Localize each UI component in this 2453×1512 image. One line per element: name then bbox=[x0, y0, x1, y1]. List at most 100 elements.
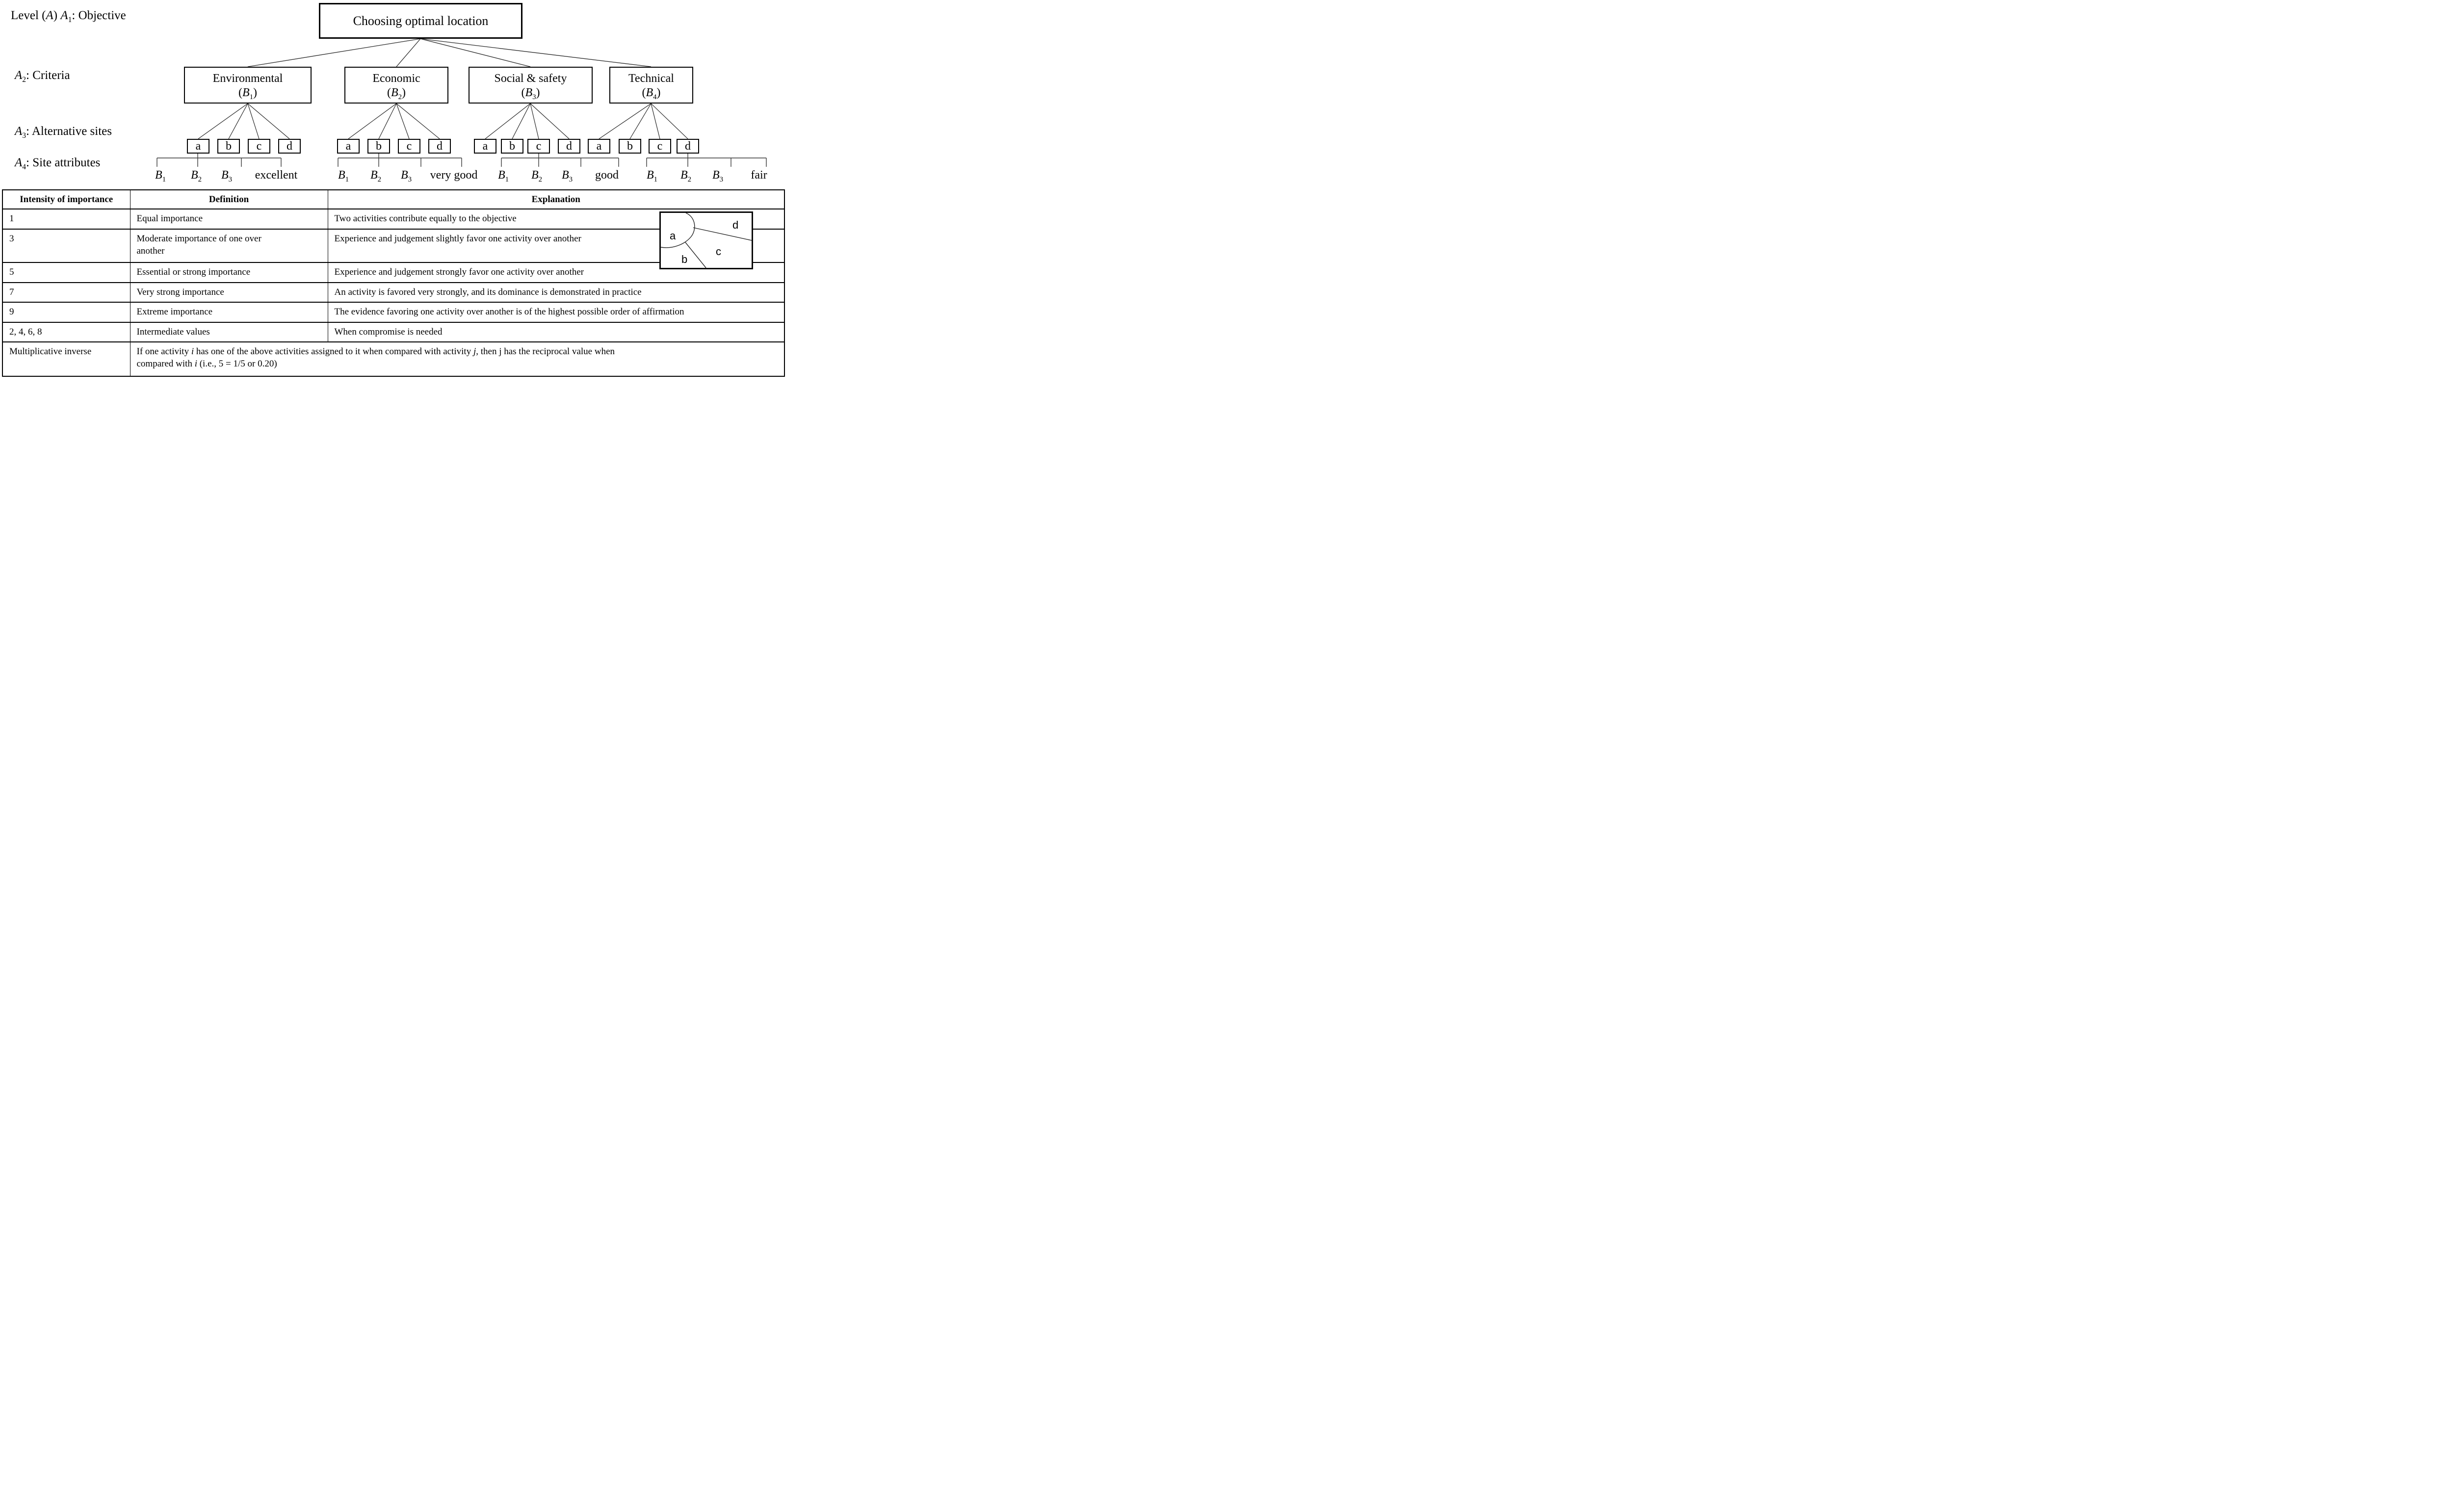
criteria-name: Economic bbox=[372, 72, 420, 85]
site-region-b: b bbox=[681, 253, 688, 265]
intensity-cell: 2, 4, 6, 8 bbox=[2, 322, 130, 342]
attr-var: B bbox=[155, 169, 162, 182]
level-label-objective: Level (A) A1: Objective bbox=[11, 9, 126, 24]
criteria-box-technical: Technical (B4) bbox=[609, 67, 693, 104]
site-box: b bbox=[501, 139, 523, 154]
site-letter: b bbox=[627, 139, 633, 153]
attr-var: B bbox=[221, 169, 229, 182]
paren: ( bbox=[521, 86, 525, 99]
attr-var: B bbox=[400, 169, 408, 182]
attribute-label: B2 bbox=[191, 169, 202, 183]
label-text: ) bbox=[53, 9, 61, 22]
rating-text: excellent bbox=[255, 169, 298, 182]
criteria-subscript: 4 bbox=[653, 93, 657, 101]
table-row-multiplicative-inverse: Multiplicative inverse If one activity i… bbox=[2, 341, 785, 377]
col-header-intensity: Intensity of importance bbox=[2, 189, 130, 209]
site-letter: a bbox=[195, 139, 201, 153]
criteria-box-environmental: Environmental (B1) bbox=[184, 67, 312, 104]
table-row: 9 Extreme importance The evidence favori… bbox=[2, 302, 785, 323]
cell-text: (i.e., 5 = 1/5 or 0.20) bbox=[197, 359, 277, 369]
attribute-label: B2 bbox=[680, 169, 692, 183]
paren: ( bbox=[642, 86, 646, 99]
paren: ) bbox=[536, 86, 540, 99]
label-subscript: 4 bbox=[22, 163, 26, 171]
intensity-cell: 9 bbox=[2, 302, 130, 323]
rating-label: excellent bbox=[255, 169, 298, 182]
intensity-cell: 1 bbox=[2, 209, 130, 230]
criteria-code: (B3) bbox=[521, 86, 540, 101]
site-letter: d bbox=[566, 139, 572, 153]
intensity-cell: 7 bbox=[2, 282, 130, 303]
site-letter: b bbox=[509, 139, 515, 153]
criteria-to-site-lines bbox=[198, 103, 688, 139]
merged-definition-cell: If one activity i has one of the above a… bbox=[130, 341, 785, 377]
rating-label: good bbox=[595, 169, 619, 182]
attribute-label: B3 bbox=[221, 169, 233, 183]
attr-subscript: 1 bbox=[345, 175, 349, 183]
site-letter: a bbox=[482, 139, 488, 153]
site-letter: b bbox=[376, 139, 382, 153]
rating-text: good bbox=[595, 169, 619, 182]
site-box: d bbox=[677, 139, 699, 154]
attr-var: B bbox=[561, 169, 569, 182]
criteria-var: B bbox=[646, 86, 653, 99]
attr-subscript: 2 bbox=[538, 175, 543, 183]
attribute-label: B3 bbox=[561, 169, 573, 183]
attribute-label: B3 bbox=[712, 169, 723, 183]
intensity-cell: Multiplicative inverse bbox=[2, 341, 130, 377]
criteria-code: (B4) bbox=[642, 86, 661, 101]
cell-text: has one of the above activities assigned… bbox=[194, 346, 473, 357]
attr-subscript: 1 bbox=[653, 175, 658, 183]
site-map-boundaries bbox=[660, 212, 752, 268]
col-header-definition: Definition bbox=[130, 189, 328, 209]
site-region-d: d bbox=[732, 219, 739, 231]
rating-label: very good bbox=[430, 169, 478, 182]
label-text: Level bbox=[11, 9, 42, 22]
rating-text: very good bbox=[430, 169, 478, 182]
label-subscript: 3 bbox=[22, 131, 26, 140]
criteria-code: (B1) bbox=[238, 86, 257, 101]
site-letter: c bbox=[406, 139, 412, 153]
label-var: A bbox=[46, 9, 53, 22]
attribute-label: B1 bbox=[646, 169, 658, 183]
explanation-cell: The evidence favoring one activity over … bbox=[327, 302, 785, 323]
criteria-subscript: 2 bbox=[398, 93, 402, 101]
level-label-alternative-sites: A3: Alternative sites bbox=[15, 125, 112, 140]
col-header-explanation: Explanation bbox=[327, 189, 785, 209]
definition-cell: Very strong importance bbox=[130, 282, 328, 303]
criteria-box-economic: Economic (B2) bbox=[344, 67, 448, 104]
site-box: c bbox=[248, 139, 270, 154]
site-letter: d bbox=[437, 139, 443, 153]
rating-text: fair bbox=[751, 169, 767, 182]
label-text: : Alternative sites bbox=[26, 125, 112, 138]
paren: ) bbox=[656, 86, 661, 99]
criteria-var: B bbox=[391, 86, 398, 99]
criteria-subscript: 3 bbox=[532, 93, 536, 101]
site-box: a bbox=[474, 139, 496, 154]
attribute-brackets bbox=[157, 154, 767, 167]
intensity-table: Intensity of importance Definition Expla… bbox=[2, 189, 785, 377]
cell-text: , then j has the reciprocal value when c… bbox=[136, 346, 615, 369]
attr-subscript: 1 bbox=[505, 175, 509, 183]
attribute-label: B1 bbox=[338, 169, 349, 183]
attr-subscript: 2 bbox=[198, 175, 202, 183]
definition-cell: Intermediate values bbox=[130, 322, 328, 342]
cell-text: If one activity bbox=[136, 346, 191, 357]
site-box: a bbox=[588, 139, 610, 154]
criteria-var: B bbox=[525, 86, 533, 99]
site-box: c bbox=[527, 139, 550, 154]
definition-cell: Extreme importance bbox=[130, 302, 328, 323]
attr-subscript: 3 bbox=[569, 175, 573, 183]
attr-subscript: 3 bbox=[228, 175, 233, 183]
criteria-subscript: 1 bbox=[249, 93, 254, 101]
attr-subscript: 2 bbox=[687, 175, 692, 183]
attr-var: B bbox=[338, 169, 345, 182]
attr-var: B bbox=[680, 169, 688, 182]
site-letter: d bbox=[685, 139, 691, 153]
site-letter: c bbox=[657, 139, 663, 153]
label-text: ( bbox=[42, 9, 46, 22]
label-text: : Criteria bbox=[26, 69, 70, 82]
site-region-c: c bbox=[716, 245, 721, 258]
label-text: : Site attributes bbox=[26, 156, 101, 169]
attr-var: B bbox=[646, 169, 654, 182]
